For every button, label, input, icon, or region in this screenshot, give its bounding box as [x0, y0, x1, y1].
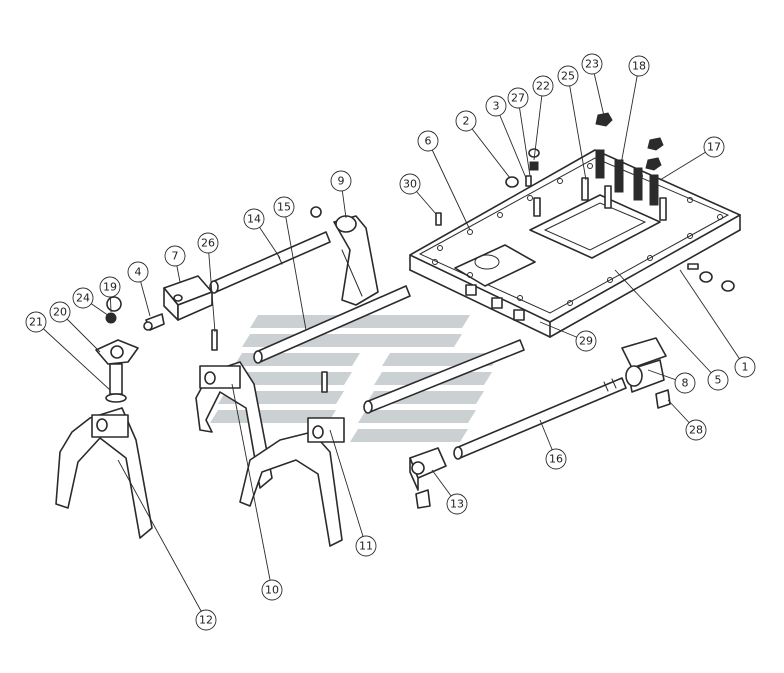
block-8 — [621, 337, 671, 409]
springs-and-studs — [533, 149, 667, 221]
callout-13: 13 — [446, 493, 468, 515]
callout-16: 16 — [545, 448, 567, 470]
callout-label-27: 27 — [511, 92, 525, 105]
callout-label-22: 22 — [536, 80, 550, 93]
callout-6: 6 — [417, 130, 439, 152]
callout-label-10: 10 — [265, 584, 279, 597]
callout-27: 27 — [507, 87, 529, 109]
callout-label-25: 25 — [561, 70, 575, 83]
callout-label-29: 29 — [579, 335, 593, 348]
callout-label-28: 28 — [689, 424, 703, 437]
lever — [310, 206, 379, 306]
callout-28: 28 — [685, 419, 707, 441]
callout-label-15: 15 — [277, 201, 291, 214]
selector-block — [143, 275, 213, 331]
shift-rods — [209, 231, 627, 460]
callout-11: 11 — [355, 535, 377, 557]
shift-fork-11 — [239, 371, 345, 547]
callout-label-26: 26 — [201, 237, 215, 250]
callout-label-23: 23 — [585, 58, 599, 71]
callout-label-2: 2 — [463, 115, 470, 128]
callout-label-5: 5 — [715, 374, 722, 387]
callout-label-3: 3 — [493, 100, 500, 113]
callout-5: 5 — [707, 369, 729, 391]
shift-fork-12 — [55, 407, 153, 539]
callout-1: 1 — [734, 356, 756, 378]
callout-19: 19 — [99, 276, 121, 298]
callout-label-17: 17 — [707, 141, 721, 154]
callout-label-19: 19 — [103, 281, 117, 294]
callout-29: 29 — [575, 330, 597, 352]
callout-14: 14 — [243, 208, 265, 230]
callout-9: 9 — [330, 170, 352, 192]
callout-24: 24 — [72, 287, 94, 309]
callout-label-18: 18 — [632, 60, 646, 73]
callout-17: 17 — [703, 136, 725, 158]
leader-lines — [35, 63, 746, 621]
callout-25: 25 — [557, 65, 579, 87]
callout-7: 7 — [164, 245, 186, 267]
shift-fork-10 — [195, 329, 273, 489]
callout-label-24: 24 — [76, 292, 90, 305]
callout-label-4: 4 — [135, 266, 142, 279]
callout-20: 20 — [49, 301, 71, 323]
cover-plate — [409, 149, 741, 338]
callout-12: 12 — [195, 609, 217, 631]
callout-15: 15 — [273, 196, 295, 218]
bracket-assembly — [95, 296, 139, 403]
callout-label-6: 6 — [425, 135, 432, 148]
callout-label-30: 30 — [403, 178, 417, 191]
callout-label-9: 9 — [338, 175, 345, 188]
callout-label-7: 7 — [172, 250, 179, 263]
callout-23: 23 — [581, 53, 603, 75]
callout-18: 18 — [628, 55, 650, 77]
callout-label-13: 13 — [450, 498, 464, 511]
callout-label-16: 16 — [549, 453, 563, 466]
callout-4: 4 — [127, 261, 149, 283]
callout-30: 30 — [399, 173, 421, 195]
detent-block-13 — [409, 447, 447, 509]
callout-8: 8 — [674, 372, 696, 394]
callout-2: 2 — [455, 110, 477, 132]
callout-26: 26 — [197, 232, 219, 254]
callout-label-1: 1 — [742, 361, 749, 374]
callout-label-20: 20 — [53, 306, 67, 319]
callout-label-12: 12 — [199, 614, 213, 627]
callout-label-8: 8 — [682, 377, 689, 390]
callout-10: 10 — [261, 579, 283, 601]
callout-label-14: 14 — [247, 213, 261, 226]
callout-label-11: 11 — [359, 540, 373, 553]
callout-label-21: 21 — [29, 316, 43, 329]
callout-21: 21 — [25, 311, 47, 333]
small-hardware — [435, 112, 735, 292]
callout-22: 22 — [532, 75, 554, 97]
callout-3: 3 — [485, 95, 507, 117]
